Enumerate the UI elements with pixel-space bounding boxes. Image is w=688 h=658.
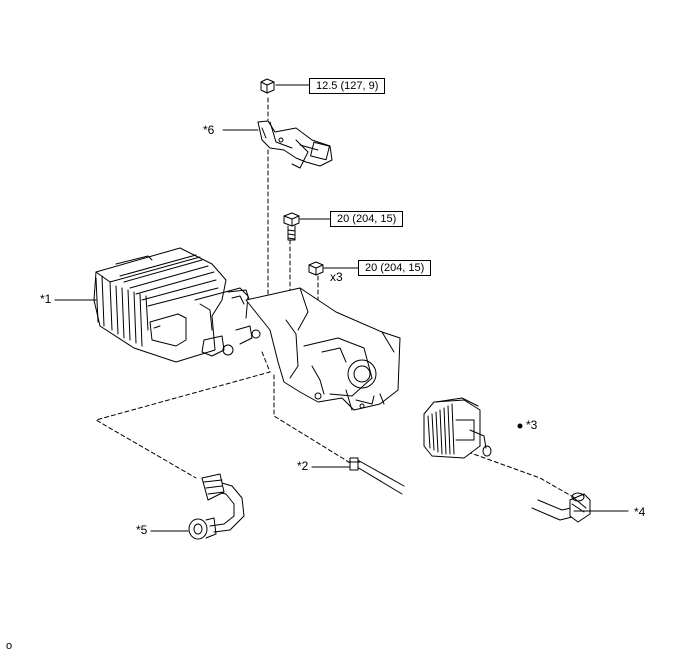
nut-20-x3 [308, 261, 324, 276]
torque-label-12-5: 12.5 (127, 9) [309, 78, 386, 94]
corner-mark: o [6, 640, 13, 652]
hose-part-2 [347, 457, 405, 495]
mounting-bracket [245, 287, 401, 411]
callout-5: *5 [136, 523, 148, 537]
torque-label-20-bolt: 20 (204, 15) [330, 211, 404, 227]
callout-1: *1 [40, 292, 52, 306]
filter-part-3 [423, 397, 492, 459]
callout-2: *2 [297, 459, 309, 473]
torque-label-20-nut: 20 (204, 15) [358, 260, 432, 276]
hose-part-4 [531, 492, 591, 523]
callout-6: *6 [203, 123, 215, 137]
bullet-marker [517, 423, 523, 429]
hose-part-5 [188, 473, 245, 540]
bolt-20 [283, 212, 300, 241]
callout-4: *4 [634, 505, 646, 519]
callout-3: *3 [526, 418, 538, 432]
bracket-part-6 [257, 120, 333, 169]
nut-12-5 [260, 78, 275, 94]
canister-part-1 [93, 247, 273, 363]
quantity-label: x3 [330, 270, 343, 284]
leader-lines [54, 84, 629, 532]
